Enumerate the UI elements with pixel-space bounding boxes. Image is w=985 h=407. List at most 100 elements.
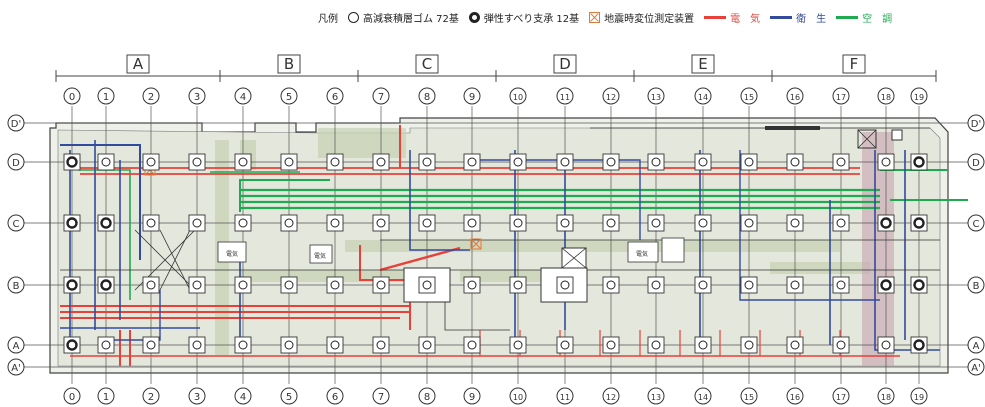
column-label: 3 — [194, 392, 200, 403]
isolator-pad — [877, 153, 895, 171]
pit-x — [857, 129, 877, 149]
isolator-pad — [694, 336, 712, 354]
isolator-pad — [786, 336, 804, 354]
column-bubble — [647, 87, 665, 105]
equipment-label: 電気 — [314, 252, 326, 260]
column-label: 18 — [881, 393, 891, 402]
legend-item-hvac: 空 調 — [836, 10, 892, 25]
rubber-bearing — [238, 157, 248, 167]
rubber-bearing — [560, 218, 570, 228]
row-bubble — [967, 276, 985, 294]
rubber-bearing — [513, 340, 523, 350]
rubber-bearing — [513, 218, 523, 228]
isolator-pad — [463, 214, 481, 232]
row-bubble — [7, 153, 25, 171]
column-bubble — [740, 387, 758, 405]
rubber-bearing — [376, 218, 386, 228]
column-label: 4 — [240, 392, 246, 403]
sliding-bearing — [880, 217, 892, 229]
rubber-bearing — [192, 280, 202, 290]
isolator-pad — [647, 276, 665, 294]
isolator-pad — [142, 214, 160, 232]
column-bubble — [97, 87, 115, 105]
pit-box — [857, 129, 877, 149]
column-bubble — [463, 87, 481, 105]
rubber-bearing — [376, 157, 386, 167]
isolator-pad — [463, 336, 481, 354]
rubber-bearing — [698, 157, 708, 167]
rubber-bearing — [146, 157, 156, 167]
isolator-pad — [326, 214, 344, 232]
shaded-band — [345, 240, 645, 252]
row-bubble — [967, 336, 985, 354]
column-label: 9 — [469, 92, 475, 103]
column-label: 16 — [790, 93, 800, 102]
rubber-bearing — [651, 340, 661, 350]
sanitary-pipe — [60, 144, 141, 260]
column-label: 15 — [744, 393, 754, 402]
isolator-pad — [740, 276, 758, 294]
column-label: 5 — [286, 392, 292, 403]
row-bubble — [967, 214, 985, 232]
column-label: 3 — [194, 92, 200, 103]
column-bubble — [326, 387, 344, 405]
room-box — [309, 244, 333, 264]
isolator-pad — [97, 153, 115, 171]
row-bubble — [967, 153, 985, 171]
isolator-pad — [234, 336, 252, 354]
column-bubble — [142, 387, 160, 405]
equipment-label: 電気 — [226, 250, 238, 258]
sliding-bearing — [913, 156, 925, 168]
rubber-bearing — [560, 280, 570, 290]
room-box — [661, 237, 685, 263]
zone-box — [126, 54, 150, 74]
column-bubble — [786, 87, 804, 105]
sliding-bearing — [66, 279, 78, 291]
isolator-pad — [372, 276, 390, 294]
column-label: 0 — [69, 92, 75, 103]
column-label: 9 — [469, 392, 475, 403]
row-bubble — [7, 276, 25, 294]
rubber-bearing — [744, 157, 754, 167]
column-label: 11 — [560, 93, 570, 102]
row-label: A — [13, 341, 20, 352]
column-bubble — [188, 87, 206, 105]
row-bubble — [7, 114, 25, 132]
rubber-bearing — [790, 157, 800, 167]
sliding-bearing — [913, 217, 925, 229]
zone-box — [415, 54, 439, 74]
rubber-bearing — [881, 157, 891, 167]
zone-box — [842, 54, 866, 74]
rubber-bearing — [467, 218, 477, 228]
isolator-pad — [234, 153, 252, 171]
rubber-bearing — [330, 340, 340, 350]
column-bubble — [740, 87, 758, 105]
zone-label: A — [133, 55, 144, 73]
isolator-pad — [556, 336, 574, 354]
legend-label: 凡例 — [318, 13, 338, 25]
column-bubble — [910, 387, 928, 405]
rubber-bearing — [606, 340, 616, 350]
thin-ring-icon — [348, 11, 359, 23]
isolator-pad — [786, 214, 804, 232]
rubber-bearing — [238, 218, 248, 228]
column-label: 6 — [332, 392, 338, 403]
isolator-pad — [694, 214, 712, 232]
column-label: 11 — [560, 393, 570, 402]
isolator-pad — [97, 336, 115, 354]
isolator-pad — [418, 276, 436, 294]
column-label: 1 — [103, 92, 109, 103]
row-label: A' — [971, 363, 981, 374]
row-label: D' — [971, 119, 981, 130]
rubber-bearing — [836, 280, 846, 290]
rubber-bearing — [560, 340, 570, 350]
column-bubble — [280, 87, 298, 105]
rubber-bearing — [101, 340, 111, 350]
rubber-bearing — [146, 218, 156, 228]
isolator-pad — [647, 214, 665, 232]
column-label: 14 — [698, 393, 708, 402]
zone-label: F — [850, 55, 859, 73]
column-bubble — [877, 387, 895, 405]
isolator-pad — [234, 276, 252, 294]
